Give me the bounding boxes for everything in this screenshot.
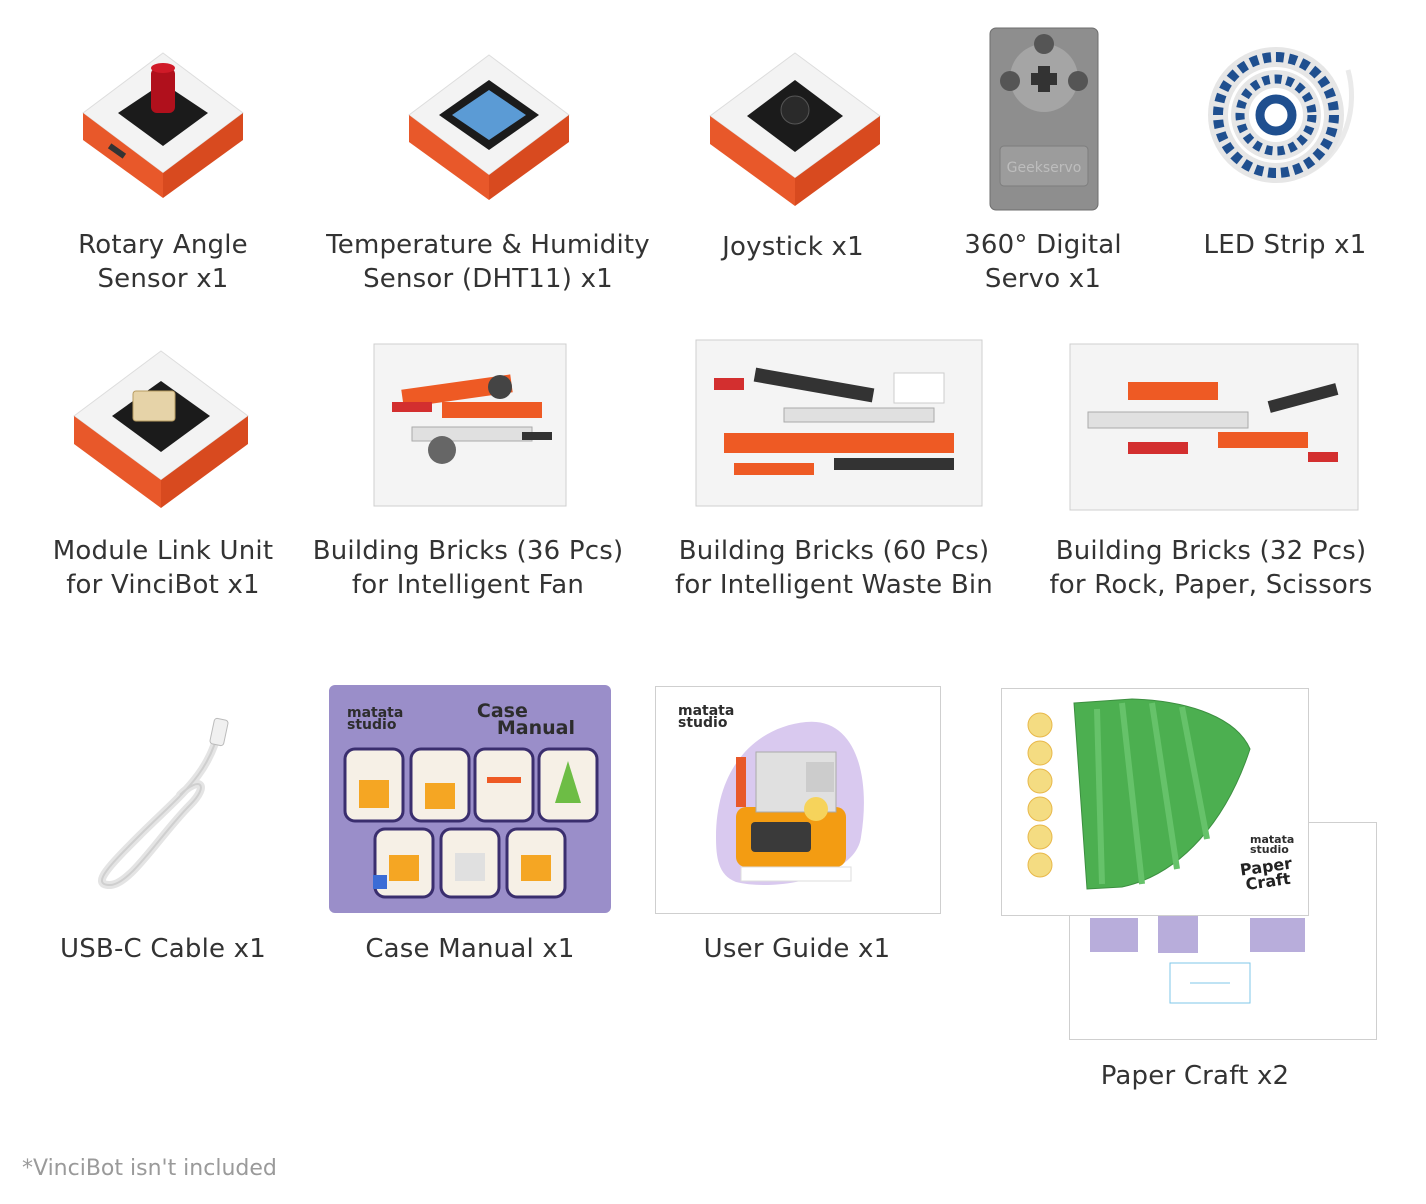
module-link-unit-image: [68, 346, 254, 514]
user-guide-brand: matata studio: [678, 703, 735, 731]
item-label-line2: for Intelligent Waste Bin: [675, 570, 993, 600]
item-label: Case Manual x1: [320, 932, 620, 966]
item-label: Rotary Angle Sensor x1: [13, 228, 313, 296]
item-label-line1: Module Link Unit: [52, 536, 274, 566]
item-label: LED Strip x1: [1135, 228, 1426, 262]
brand-line2: studio: [1250, 843, 1289, 856]
footnote: *VinciBot isn't included: [22, 1156, 277, 1181]
building-bricks-32-image: [1068, 342, 1360, 512]
temperature-humidity-sensor-image: [404, 50, 574, 210]
case-manual-brand: matata studio: [347, 705, 404, 733]
paper-craft-brand: matata studio: [1250, 833, 1295, 856]
item-label-line2: for Rock, Paper, Scissors: [1049, 570, 1373, 600]
case-manual-image: matata studio Case Manual: [329, 685, 611, 913]
item-label: USB-C Cable x1: [13, 932, 313, 966]
item-label-line1: Joystick x1: [722, 232, 864, 262]
item-label: Building Bricks (60 Pcs) for Intelligent…: [654, 534, 1014, 602]
case-title-line1: Case: [476, 700, 528, 722]
item-label-line1: USB-C Cable x1: [60, 934, 266, 964]
item-label-line1: Paper Craft x2: [1100, 1061, 1290, 1091]
item-label: Building Bricks (36 Pcs) for Intelligent…: [298, 534, 638, 602]
paper-craft-front-sheet: matata studio Paper Craft: [1001, 688, 1309, 916]
paper-craft-logo: Paper Craft: [1236, 854, 1298, 894]
case-title-line2: Manual: [496, 717, 575, 739]
item-label-line1: Case Manual x1: [365, 934, 575, 964]
item-label: Building Bricks (32 Pcs) for Rock, Paper…: [1031, 534, 1391, 602]
joystick-image: [705, 48, 885, 213]
item-label: Paper Craft x2: [1045, 1059, 1345, 1093]
item-label-line2: Servo x1: [984, 264, 1102, 294]
building-bricks-60-image: [694, 338, 984, 508]
item-label-line1: Building Bricks (32 Pcs): [1055, 536, 1367, 566]
item-label-line1: Building Bricks (36 Pcs): [312, 536, 624, 566]
item-label-line1: User Guide x1: [703, 934, 891, 964]
rotary-angle-sensor-image: [78, 48, 248, 208]
brand-line2: studio: [347, 717, 397, 733]
servo-brand-text: Geekservo: [1007, 160, 1082, 176]
item-label-line2: Sensor x1: [97, 264, 229, 294]
item-label-line1: LED Strip x1: [1203, 230, 1367, 260]
item-label: Joystick x1: [643, 230, 943, 264]
usb-c-cable-image: [80, 715, 250, 895]
item-label: Temperature & Humidity Sensor (DHT11) x1: [308, 228, 668, 296]
item-label-line1: Rotary Angle: [78, 230, 248, 260]
item-label-line2: Sensor (DHT11) x1: [363, 264, 613, 294]
item-label-line1: 360° Digital: [964, 230, 1122, 260]
building-bricks-36-image: [372, 342, 568, 508]
item-label: User Guide x1: [647, 932, 947, 966]
led-strip-image: [1208, 45, 1364, 195]
item-label: Module Link Unit for VinciBot x1: [13, 534, 313, 602]
digital-servo-image: Geekservo: [988, 26, 1100, 212]
case-manual-title: Case Manual: [476, 700, 575, 739]
item-label-line1: Building Bricks (60 Pcs): [678, 536, 990, 566]
brand-line2: studio: [678, 715, 728, 731]
item-label-line2: for Intelligent Fan: [351, 570, 585, 600]
brand-line1: matata: [1250, 833, 1295, 846]
item-label-line2: for VinciBot x1: [66, 570, 260, 600]
item-label: 360° Digital Servo x1: [893, 228, 1193, 296]
brand-line1: matata: [347, 705, 404, 721]
user-guide-image: matata studio: [655, 686, 941, 914]
item-label-line1: Temperature & Humidity: [326, 230, 650, 260]
brand-line1: matata: [678, 703, 735, 719]
